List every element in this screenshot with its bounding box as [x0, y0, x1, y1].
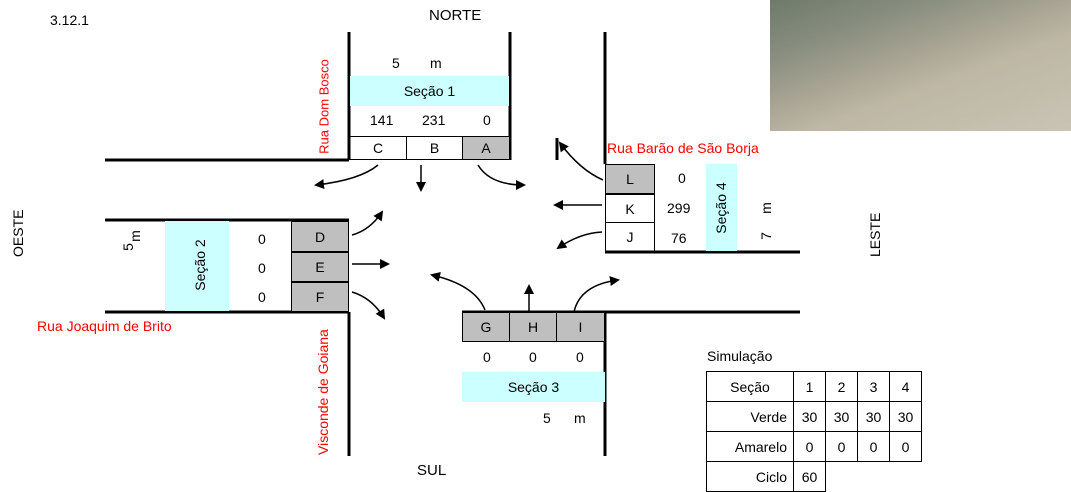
table-cell: 3 [857, 371, 890, 402]
lane-g: G [462, 312, 510, 342]
figure-number: 3.12.1 [50, 12, 89, 28]
s3-title: Seção 3 [462, 372, 605, 402]
arrow-c [314, 164, 379, 190]
s1-count-a: 0 [483, 112, 491, 128]
simulation-table: Seção 1 2 3 4 Verde 30 30 30 30 Amarelo … [706, 371, 922, 492]
table-cell: 0 [857, 431, 890, 462]
s3-width-unit: m [574, 410, 586, 426]
table-cell: 4 [889, 371, 922, 402]
table-cell: 2 [825, 371, 858, 402]
table-cell: 0 [793, 431, 826, 462]
s4-title: Seção 4 [713, 182, 729, 234]
lane-c: C [349, 136, 407, 160]
lane-a: A [462, 136, 510, 160]
s3-width-value: 5 [543, 410, 551, 426]
s2-title: Seção 2 [192, 239, 208, 291]
north-label: NORTE [429, 7, 482, 24]
lane-l: L [605, 164, 655, 194]
simulation-title: Simulação [707, 348, 773, 364]
s3-count-h: 0 [529, 349, 537, 365]
table-row: Verde 30 30 30 30 [706, 401, 922, 432]
street-dom-bosco: Rua Dom Bosco [316, 59, 332, 154]
street-joaquim: Rua Joaquim de Brito [37, 318, 172, 334]
lane-h: H [509, 312, 557, 342]
arrow-i [573, 276, 620, 313]
s4-count-k: 299 [667, 200, 691, 216]
lane-d: D [291, 221, 349, 252]
s4-width-unit: m [758, 202, 774, 214]
s2-count-d: 0 [258, 231, 266, 247]
arrow-f [351, 291, 386, 320]
west-label: OESTE [10, 209, 26, 257]
east-label: LESTE [867, 212, 883, 257]
table-cell: Amarelo [706, 431, 794, 462]
s1-width-unit: m [430, 55, 442, 71]
s3-count-i: 0 [576, 349, 584, 365]
table-cell: 30 [889, 401, 922, 432]
s4-width-value: 7 [758, 232, 774, 240]
s1-title: Seção 1 [350, 76, 509, 106]
arrow-l [558, 141, 604, 181]
s2-band [165, 221, 229, 311]
s2-count-e: 0 [258, 260, 266, 276]
table-cell: 60 [793, 461, 826, 492]
table-cell: 30 [857, 401, 890, 432]
arrow-d [351, 210, 384, 236]
lane-i: I [556, 312, 605, 342]
lane-k: K [605, 194, 655, 223]
table-cell: 0 [889, 431, 922, 462]
lane-e: E [291, 252, 349, 282]
table-cell: 1 [793, 371, 826, 402]
table-row: Seção 1 2 3 4 [706, 371, 922, 402]
s1-count-c: 141 [370, 112, 394, 128]
street-visconde: Visconde de Goiana [315, 329, 331, 455]
table-cell: Verde [706, 401, 794, 432]
arrow-a [477, 164, 526, 190]
s4-count-j: 76 [671, 230, 687, 246]
arrow-g [430, 271, 486, 311]
s2-count-f: 0 [258, 289, 266, 305]
table-cell: Ciclo [706, 461, 794, 492]
lane-j: J [605, 222, 655, 252]
table-cell: 30 [825, 401, 858, 432]
south-label: SUL [417, 462, 447, 479]
s2-width-unit: m [127, 230, 143, 242]
lane-f: F [291, 282, 349, 312]
table-row: Ciclo 60 [706, 461, 922, 492]
s1-count-b: 231 [422, 112, 446, 128]
street-barao: Rua Barão de São Borja [607, 140, 759, 156]
s3-count-g: 0 [483, 349, 491, 365]
arrow-j [556, 231, 603, 250]
lane-b: B [406, 136, 463, 160]
s1-width-value: 5 [392, 55, 400, 71]
table-cell: Seção [706, 371, 794, 402]
table-row: Amarelo 0 0 0 0 [706, 431, 922, 462]
s4-count-l: 0 [678, 170, 686, 186]
s4-band [706, 164, 737, 251]
table-cell: 0 [825, 431, 858, 462]
table-cell: 30 [793, 401, 826, 432]
aerial-photo [770, 0, 1071, 131]
